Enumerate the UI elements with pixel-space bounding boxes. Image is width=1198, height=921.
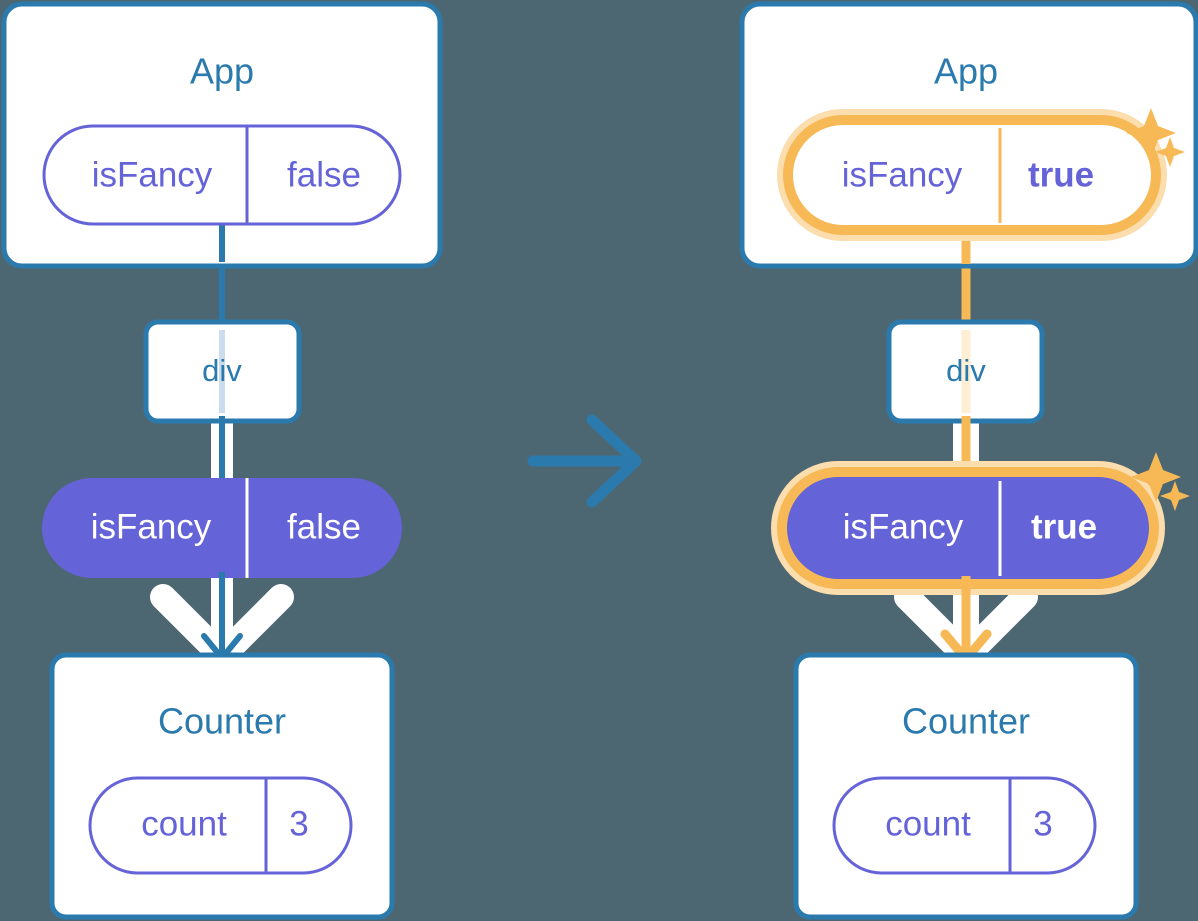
counter-state-pill-value-after: 3 — [1033, 804, 1052, 843]
sparkle-large-icon-2 — [1131, 452, 1181, 502]
counter-state-pill-key-after: count — [885, 804, 971, 843]
panel-after: App isFancy true div isFa — [739, 1, 1198, 920]
app-state-pill-after[interactable]: isFancy true — [777, 109, 1167, 241]
app-state-pill-value-before: false — [287, 155, 361, 194]
app-title-before: App — [190, 51, 254, 92]
counter-state-pill-shape-before — [88, 776, 353, 875]
counter-title-after: Counter — [902, 701, 1030, 742]
counter-state-pill-key-before: count — [141, 804, 227, 843]
app-state-pill-shape-before — [42, 124, 402, 226]
div-node-before: div — [143, 319, 302, 424]
prop-pill-before[interactable]: isFancy false — [42, 478, 402, 578]
app-state-pill-ring-after — [783, 115, 1161, 235]
sparkle-group-prop — [1131, 452, 1190, 511]
counter-state-pill-after[interactable]: count 3 — [832, 776, 1097, 875]
prop-pill-ring-after — [777, 467, 1159, 589]
counter-state-pill-before[interactable]: count 3 — [88, 776, 353, 875]
app-title-after: App — [934, 51, 998, 92]
counter-state-pill-value-before: 3 — [289, 804, 308, 843]
prop-pill-after[interactable]: isFancy true — [771, 461, 1165, 595]
app-state-pill-key-before: isFancy — [92, 155, 213, 194]
counter-state-pill-shape-after — [832, 776, 1097, 875]
div-label-after: div — [946, 353, 986, 388]
counter-title-before: Counter — [158, 701, 286, 742]
transition-arrow — [527, 414, 642, 508]
prop-pill-value-before: false — [287, 507, 361, 546]
app-state-pill-key-after: isFancy — [842, 155, 963, 194]
div-node-after: div — [886, 319, 1045, 424]
transition-arrow-head — [586, 414, 642, 508]
prop-pill-shape-before — [42, 478, 402, 578]
app-state-pill-before[interactable]: isFancy false — [42, 124, 402, 226]
prop-pill-value-after: true — [1031, 507, 1097, 546]
div-label-before: div — [202, 353, 242, 388]
sparkle-small-icon — [1155, 137, 1185, 167]
sparkle-small-icon-2 — [1160, 481, 1190, 511]
prop-pill-key-before: isFancy — [91, 507, 212, 546]
panel-before: App isFancy false div isFancy false — [1, 1, 443, 920]
sparkle-group-app — [1126, 108, 1185, 167]
sparkle-large-icon — [1126, 108, 1176, 158]
prop-pill-key-after: isFancy — [843, 507, 964, 546]
app-state-pill-value-after: true — [1028, 155, 1094, 194]
